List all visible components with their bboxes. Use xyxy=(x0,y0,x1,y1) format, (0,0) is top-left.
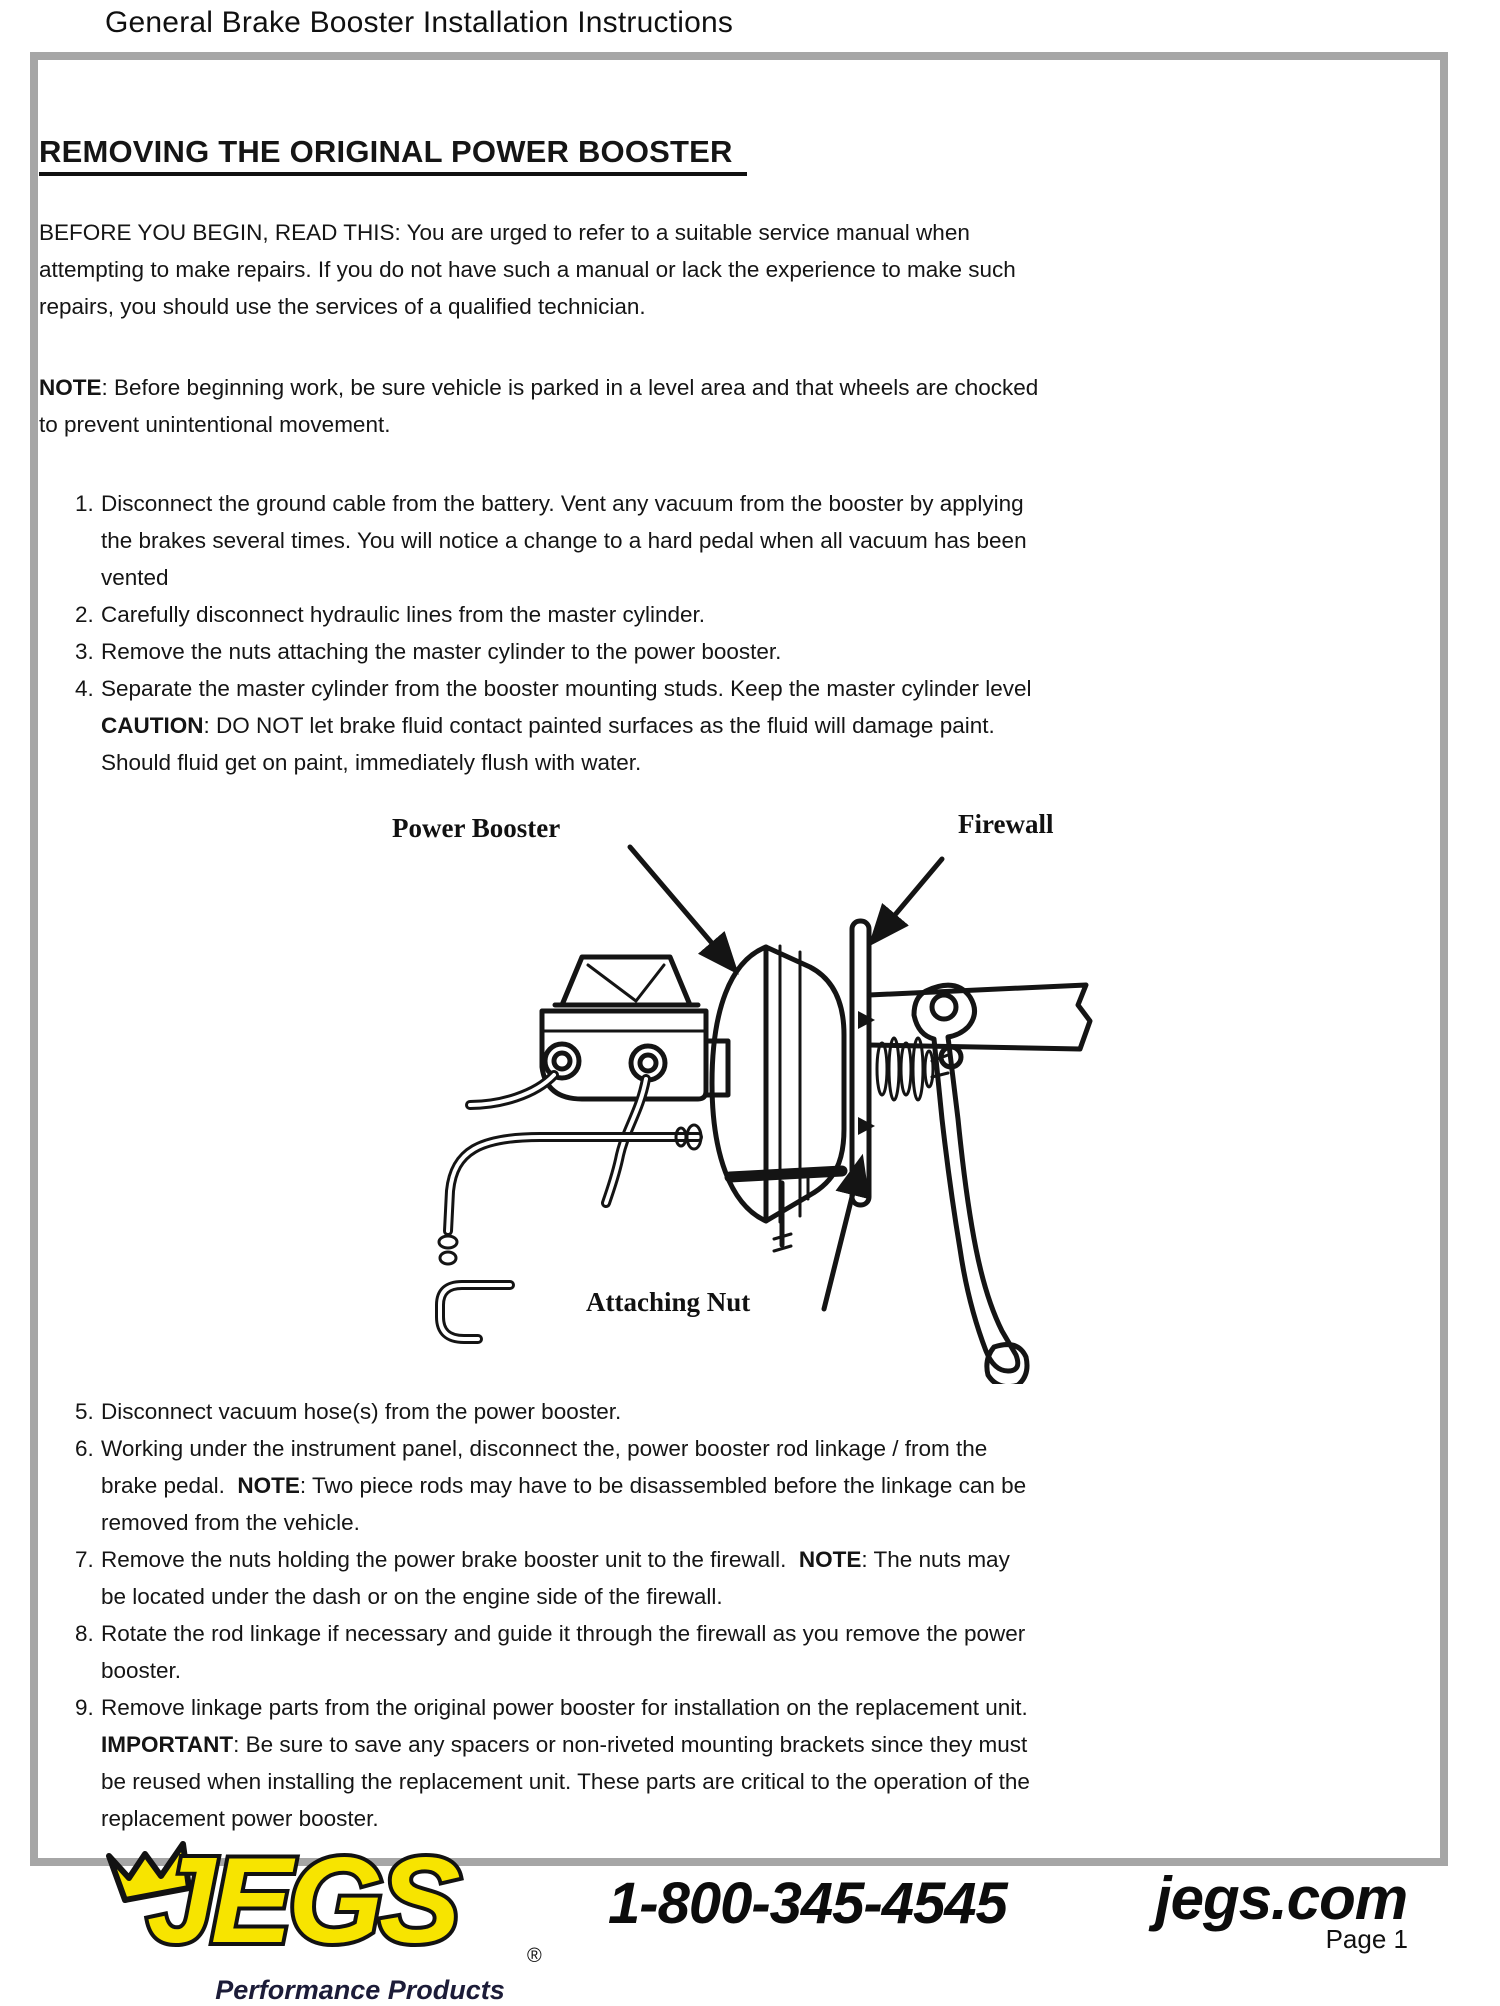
booster-diagram-svg: Power Booster Firewall Attaching Nut xyxy=(392,809,1093,1384)
brand-tagline: Performance Products xyxy=(215,1975,505,2005)
text-segment: : DO NOT let brake fluid contact painted… xyxy=(101,713,995,775)
jegs-logo-svg: JEGS ® xyxy=(106,1828,542,1972)
step-number: 1. xyxy=(75,491,94,516)
step-number: 8. xyxy=(75,1621,94,1646)
firewall-drawing xyxy=(849,918,875,1208)
step-text: Separate the master cylinder from the bo… xyxy=(101,670,1121,781)
text-segment: : Before beginning work, be sure vehicle… xyxy=(39,375,1039,437)
diagram-label-power-booster: Power Booster xyxy=(392,813,560,843)
text-segment: Remove the nuts holding the power brake … xyxy=(101,1547,799,1572)
power-booster-arrow xyxy=(627,844,739,975)
text-segment: Rotate the rod linkage if necessary and … xyxy=(101,1621,1026,1683)
steps-list-1: 1. Disconnect the ground cable from the b… xyxy=(38,485,1440,781)
brake-pedal-drawing xyxy=(911,982,1030,1384)
step-text: Disconnect the ground cable from the bat… xyxy=(101,485,1121,596)
list-item: 4. Separate the master cylinder from the … xyxy=(38,670,1440,781)
text-segment: Remove linkage parts from the original p… xyxy=(101,1695,1028,1720)
step-number: 6. xyxy=(75,1436,94,1461)
step-number: 2. xyxy=(75,602,94,627)
website-link[interactable]: jegs.com xyxy=(1155,1865,1408,1932)
step-text: Rotate the rod linkage if necessary and … xyxy=(101,1615,1121,1689)
diagram-label-firewall: Firewall xyxy=(958,809,1054,839)
jegs-logo-text: JEGS xyxy=(147,1832,460,1968)
crown-icon xyxy=(106,1841,192,1903)
step-text: Working under the instrument panel, disc… xyxy=(101,1430,1121,1541)
hydraulic-lines-drawing xyxy=(435,1070,703,1344)
text-segment: BEFORE YOU BEGIN, READ THIS: You are urg… xyxy=(39,220,1016,319)
list-item: 6. Working under the instrument panel, di… xyxy=(38,1430,1440,1541)
text-segment: Carefully disconnect hydraulic lines fro… xyxy=(101,602,706,627)
bold-text: NOTE xyxy=(237,1473,300,1498)
list-item: 5. Disconnect vacuum hose(s) from the pow… xyxy=(38,1393,1440,1430)
step-text: Remove the nuts attaching the master cyl… xyxy=(101,633,1121,670)
text-segment: : Two piece rods may have to be disassem… xyxy=(101,1473,1027,1535)
page-title: General Brake Booster Installation Instr… xyxy=(105,6,734,39)
step-text: Disconnect vacuum hose(s) from the power… xyxy=(101,1393,1121,1430)
list-item: 1. Disconnect the ground cable from the b… xyxy=(38,485,1440,596)
step-text: Carefully disconnect hydraulic lines fro… xyxy=(101,596,1121,633)
bold-text: NOTE xyxy=(39,375,102,400)
list-item: 9. Remove linkage parts from the original… xyxy=(38,1689,1440,1837)
text-segment: Working under the instrument panel, disc… xyxy=(101,1436,988,1498)
text-segment: Remove the nuts attaching the master cyl… xyxy=(101,639,782,664)
list-item: 7. Remove the nuts holding the power brak… xyxy=(38,1541,1440,1615)
step-text: Remove the nuts holding the power brake … xyxy=(101,1541,1121,1615)
text-segment: Separate the master cylinder from the bo… xyxy=(101,676,1032,701)
jegs-logo: JEGS ® Performance Products xyxy=(95,1826,565,2006)
booster-diagram: Power Booster Firewall Attaching Nut xyxy=(330,799,1100,1384)
text-segment: Disconnect the ground cable from the bat… xyxy=(101,491,1027,590)
intro-paragraph: BEFORE YOU BEGIN, READ THIS: You are urg… xyxy=(38,214,1159,325)
list-item: 8. Rotate the rod linkage if necessary an… xyxy=(38,1615,1440,1689)
power-booster-drawing xyxy=(709,944,848,1253)
phone-number: 1-800-345-4545 xyxy=(608,1871,1008,1936)
dash-panel-drawing xyxy=(866,982,1093,1052)
steps-list-2: 5. Disconnect vacuum hose(s) from the pow… xyxy=(38,1393,1440,1837)
text-segment: Disconnect vacuum hose(s) from the power… xyxy=(101,1399,622,1424)
step-number: 3. xyxy=(75,639,94,664)
step-text: Remove linkage parts from the original p… xyxy=(101,1689,1121,1837)
bold-text: CAUTION xyxy=(101,713,204,738)
text-segment: : Be sure to save any spacers or non-riv… xyxy=(101,1732,1030,1831)
content-box: REMOVING THE ORIGINAL POWER BOOSTER BEFO… xyxy=(30,52,1448,1866)
step-number: 9. xyxy=(75,1695,94,1720)
step-number: 4. xyxy=(75,676,94,701)
master-cylinder-drawing xyxy=(539,954,731,1102)
firewall-arrow xyxy=(868,856,945,947)
page-number: Page 1 xyxy=(1325,1924,1408,1954)
section-heading: REMOVING THE ORIGINAL POWER BOOSTER xyxy=(38,134,1440,176)
attaching-nut-arrow xyxy=(821,1153,870,1312)
step-number: 5. xyxy=(75,1399,94,1424)
bold-text: IMPORTANT xyxy=(101,1732,234,1757)
step-number: 7. xyxy=(75,1547,94,1572)
diagram-label-attaching-nut: Attaching Nut xyxy=(586,1287,750,1317)
text-segment: : The nuts may be located under the dash… xyxy=(101,1547,1010,1609)
registered-mark: ® xyxy=(527,1945,542,1967)
list-item: 3. Remove the nuts attaching the master c… xyxy=(38,633,1440,670)
bold-text: NOTE xyxy=(798,1547,862,1572)
list-item: 2. Carefully disconnect hydraulic lines f… xyxy=(38,596,1440,633)
note-paragraph: NOTE: Before beginning work, be sure veh… xyxy=(38,369,1159,443)
